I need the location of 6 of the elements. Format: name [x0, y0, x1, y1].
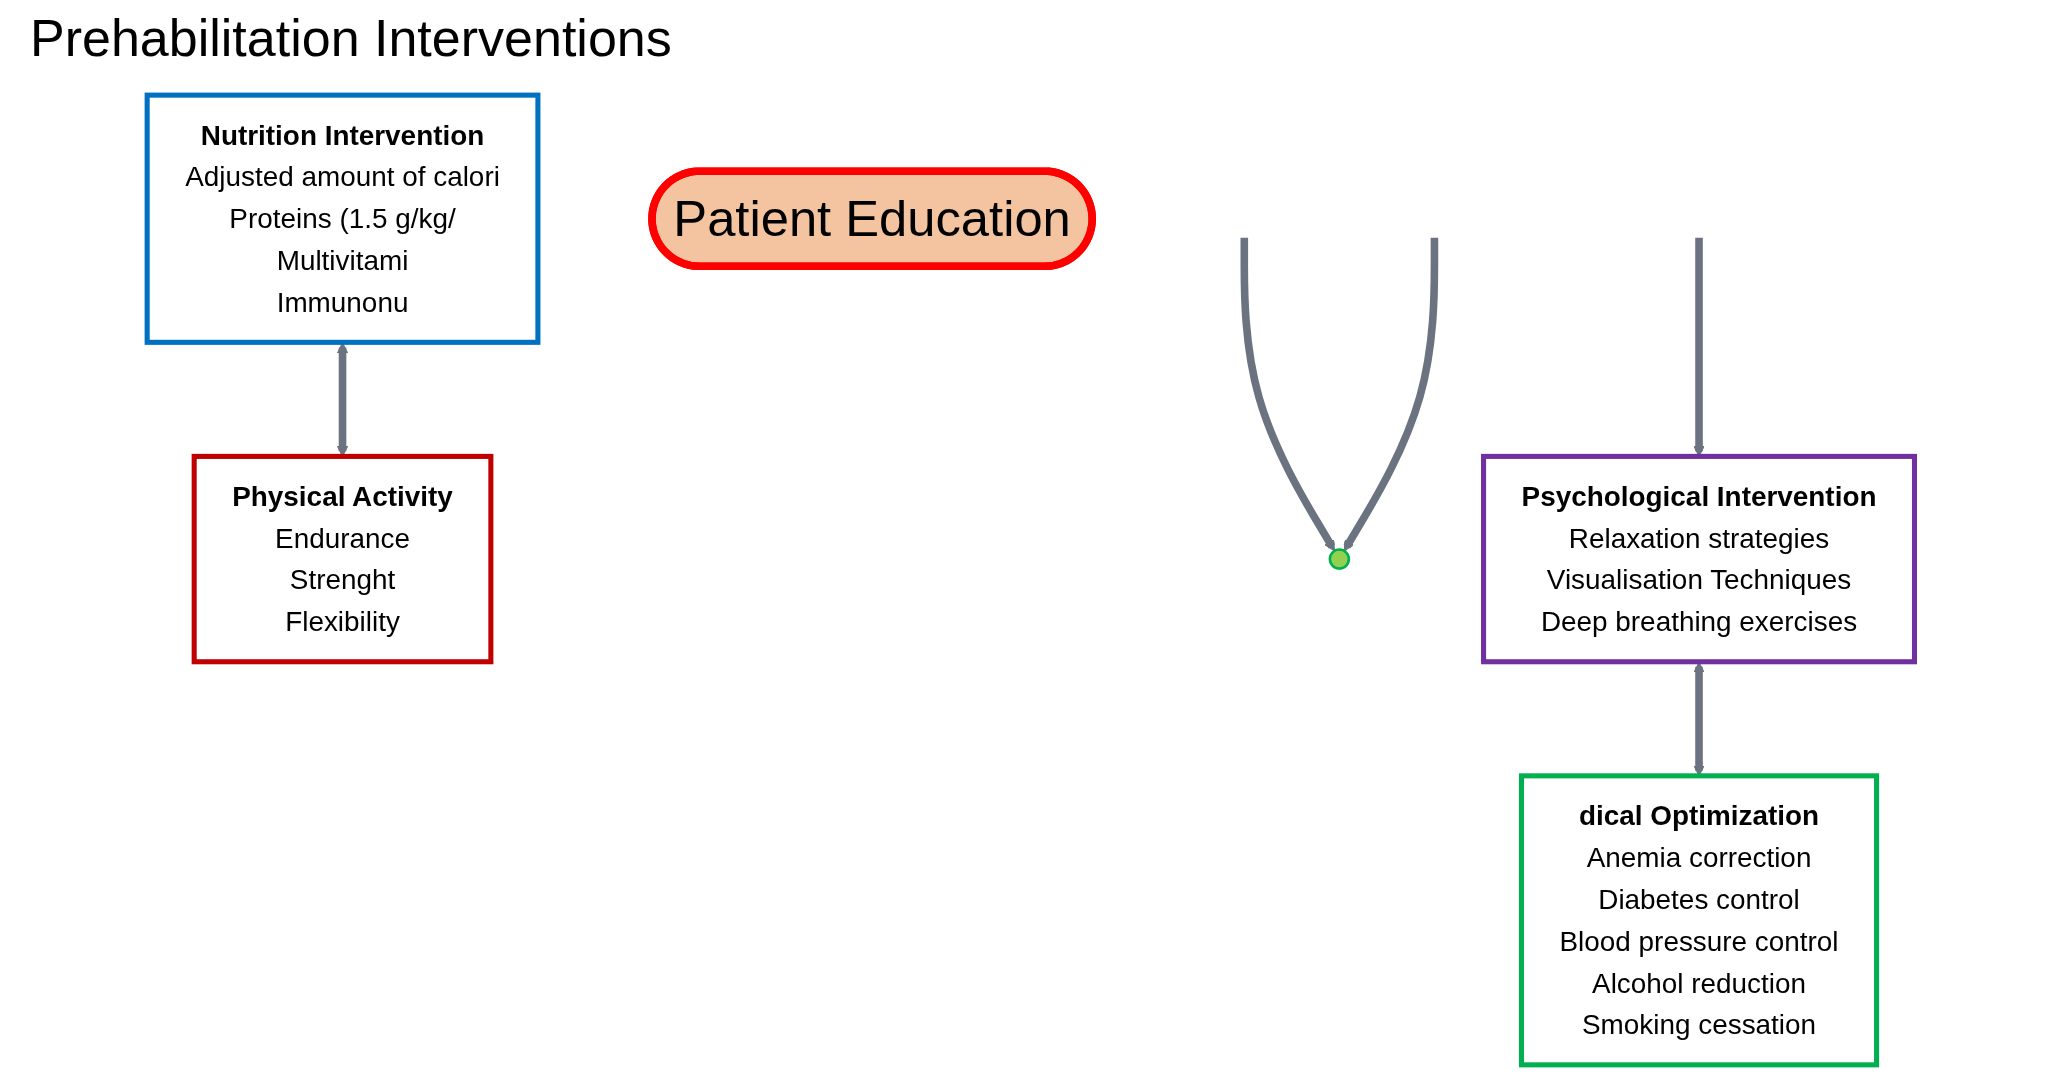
node-box: Nutrition Intervention Adjusted amount of calori Proteins (1.5 g/kg/ Multivitami Immunonu — [144, 92, 541, 345]
title: Prehabilitation Interventions — [30, 8, 672, 68]
node-circle — [1328, 548, 1351, 570]
node-box: Physical Activity Endurance Strenght Flexibility — [191, 453, 494, 665]
node-box: Psychological Intervention Relaxation strategies Visualisation Techniques Deep breathing exercises — [1481, 453, 1918, 665]
node-box: dical Optimization Anemia correction Diabetes control Blood pressure control Alcohol reduction Smoking cessation — [1519, 773, 1880, 1068]
